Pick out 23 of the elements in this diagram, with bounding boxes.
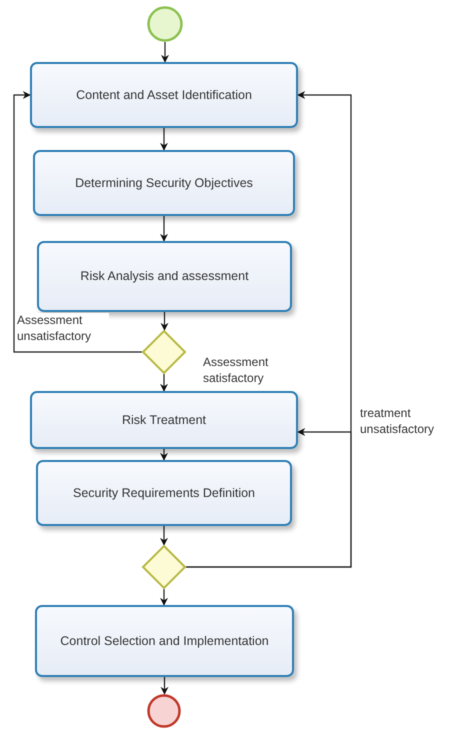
process-box bbox=[33, 150, 295, 216]
arrow bbox=[160, 374, 168, 392]
arrow bbox=[160, 526, 168, 546]
arrow bbox=[160, 312, 168, 331]
arrow bbox=[160, 216, 168, 242]
box-label: Risk Analysis and assessment bbox=[79, 268, 250, 285]
arrow bbox=[160, 677, 168, 695]
box-label: Control Selection and Implementation bbox=[59, 632, 270, 650]
box-label: Risk Treatment bbox=[120, 412, 208, 428]
arrow bbox=[161, 42, 169, 63]
arrow bbox=[186, 91, 352, 568]
process-box bbox=[36, 460, 292, 526]
process-box bbox=[37, 241, 292, 312]
process-box bbox=[30, 391, 298, 449]
box-label: Content and Asset Identification bbox=[75, 86, 253, 104]
process-box bbox=[35, 605, 294, 677]
box-label: Security Requirements Definition bbox=[72, 484, 256, 502]
box-label: Determining Security Objectives bbox=[74, 174, 254, 192]
process-box bbox=[30, 62, 298, 128]
arrow bbox=[160, 128, 168, 151]
arrow bbox=[160, 589, 168, 606]
arrow bbox=[13, 91, 142, 353]
arrow bbox=[160, 449, 168, 461]
